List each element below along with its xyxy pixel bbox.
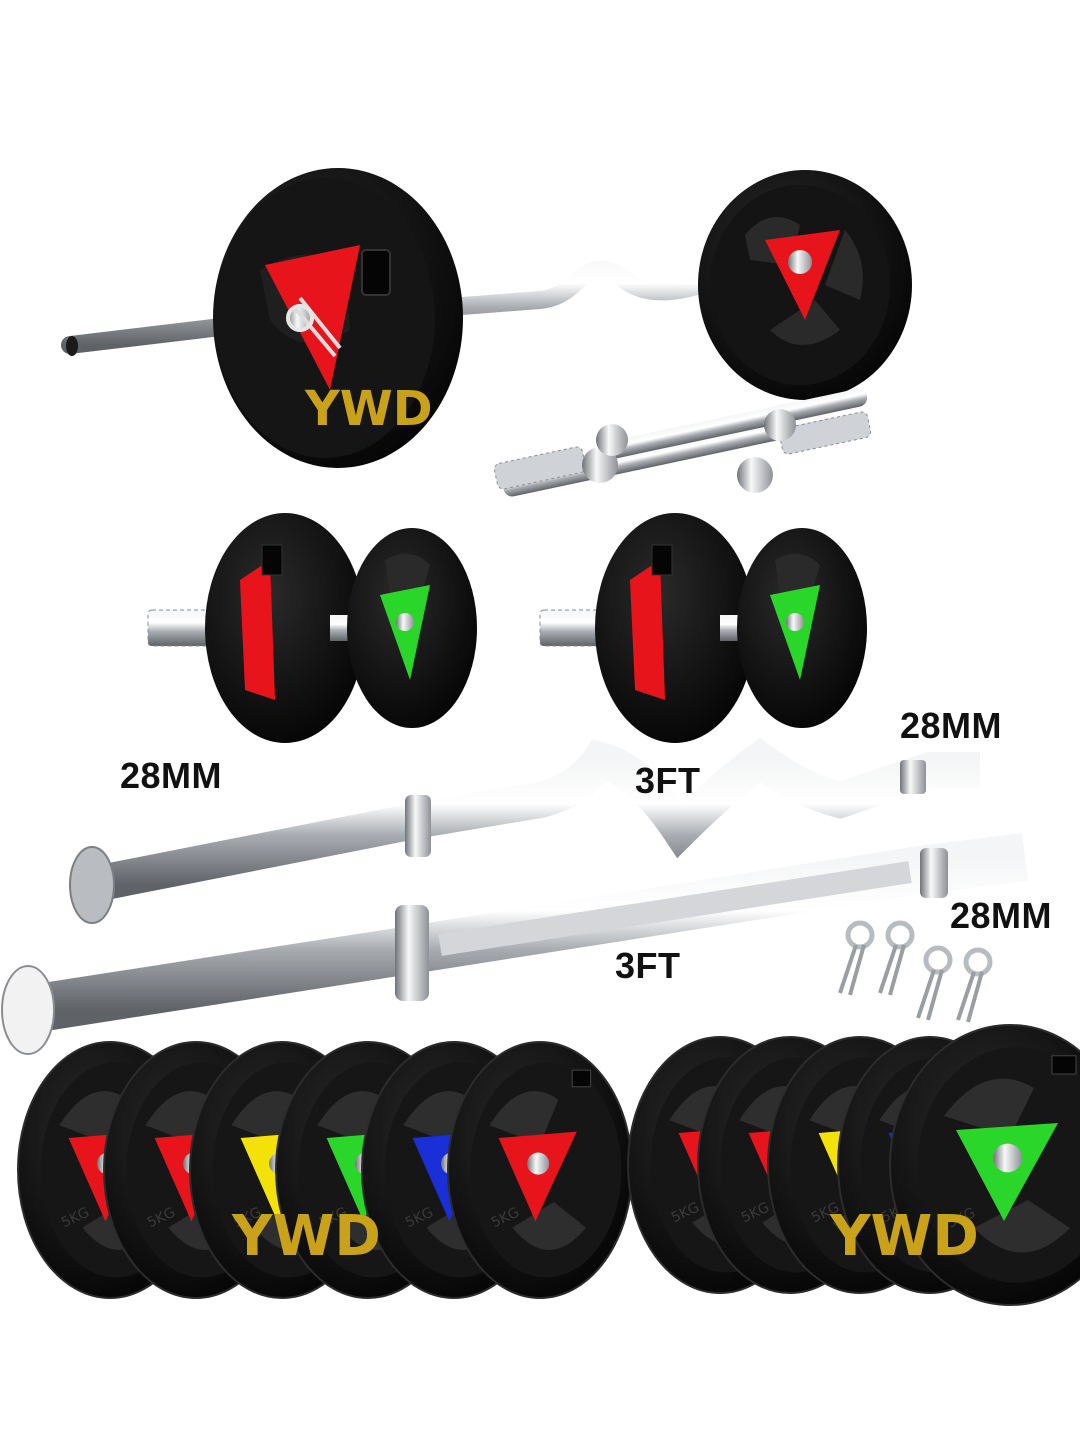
red-insert [498,1131,577,1222]
curl-bar-end [69,846,115,924]
dumbbell-handles [493,388,872,497]
dumbbell-right [539,513,867,743]
green-insert [770,585,820,680]
weight-plate-left-6: 5KG [447,1041,633,1299]
handle-slot [571,1069,592,1088]
handle-slot [1051,1055,1077,1075]
red-insert [765,230,840,320]
curl-bar [69,737,980,924]
handle-slot [651,544,673,576]
brand-logo-bottom-left: YWD [231,1204,381,1269]
spring-collar-icon [286,296,342,358]
straight-bar-end [1,965,55,1055]
red-insert [240,560,275,700]
straight-bar [1,833,1028,1055]
spring-collar-icon [956,947,993,1023]
green-insert [380,585,430,680]
handle-slot [261,544,283,576]
straight-bar-diameter-label: 28MM [950,895,1053,936]
curl-bar-diameter-right-label: 28MM [900,705,1003,746]
weight-plate-right-5: 5KG [889,1024,1080,1306]
top-right-plate [698,170,912,400]
handle-slot [361,249,391,296]
spring-collar-icon [838,920,875,996]
dumbbell-left [147,513,477,743]
top-curl-bar [61,241,869,354]
top-curl-barbell [61,168,912,468]
brand-logo-top: YWD [304,381,433,437]
red-insert [630,560,665,700]
spring-collar-icon [878,920,915,996]
spring-collar-icon [916,945,953,1021]
curl-bar-diameter-left-label: 28MM [120,755,223,796]
brand-logo-bottom-right: YWD [829,1204,979,1269]
straight-bar-length-label: 3FT [615,945,681,986]
curl-bar-length-label: 3FT [635,760,701,801]
top-bar-end [66,336,78,356]
top-left-plate [213,168,463,468]
spring-collars [838,920,993,1023]
